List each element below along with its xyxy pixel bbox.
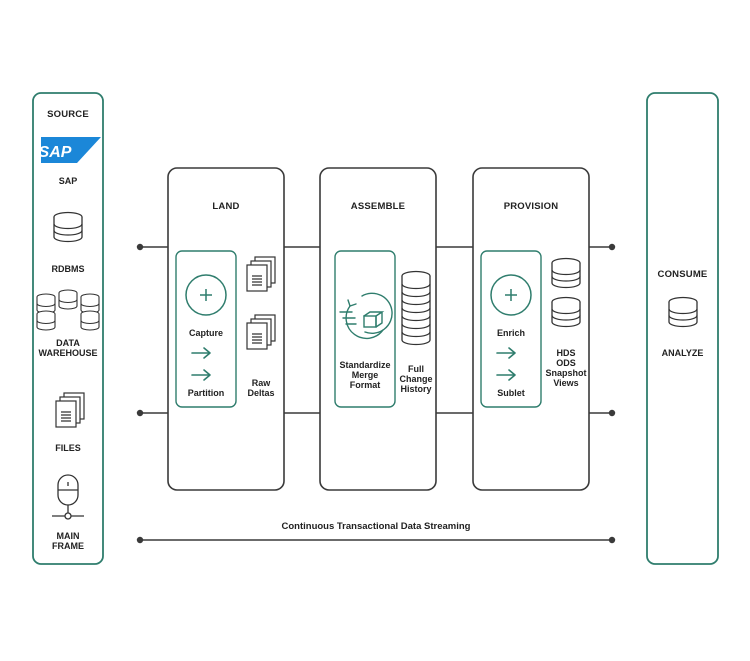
svg-text:SAP: SAP	[39, 144, 72, 161]
source-item-files: FILES	[55, 443, 81, 453]
source-title: SOURCE	[47, 109, 89, 120]
files-icon	[55, 392, 85, 428]
source-panel	[32, 92, 104, 565]
plus-circle-icon	[185, 274, 227, 316]
analyze-database-icon	[668, 296, 698, 328]
database-icon	[53, 211, 83, 243]
source-item-sap: SAP	[58, 176, 78, 186]
analyze-label: ANALYZE	[661, 348, 704, 358]
source-item-data-warehouse: DATA WAREHOUSE	[38, 338, 98, 358]
capture-label: Capture	[188, 328, 223, 338]
source-item-rdbms: RDBMS	[51, 264, 85, 274]
streaming-label: Continuous Transactional Data Streaming	[281, 521, 471, 532]
mainframe-icon	[52, 474, 84, 520]
full-change-history-label: Full Change History	[399, 364, 433, 394]
standardize-cycle-icon	[339, 292, 393, 340]
raw-deltas-label: Raw Deltas	[247, 378, 275, 398]
views-label: HDS ODS Snapshot Views	[545, 348, 587, 388]
sublet-label: Sublet	[497, 388, 525, 398]
assemble-inner-box	[334, 250, 396, 408]
assemble-title: ASSEMBLE	[350, 201, 406, 212]
land-title: LAND	[212, 201, 240, 212]
enrich-label: Enrich	[496, 328, 525, 338]
standardize-label: Standardize Merge Format	[339, 360, 391, 390]
sap-logo: SAP	[39, 137, 101, 163]
provision-title: PROVISION	[503, 201, 559, 212]
connector-endpoints	[136, 243, 616, 544]
source-item-mainframe: MAIN FRAME	[52, 531, 84, 551]
plus-circle-icon	[490, 274, 532, 316]
partition-label: Partition	[187, 388, 225, 398]
consume-panel	[646, 92, 719, 565]
consume-title: CONSUME	[657, 269, 708, 280]
history-database-icon	[401, 270, 431, 346]
